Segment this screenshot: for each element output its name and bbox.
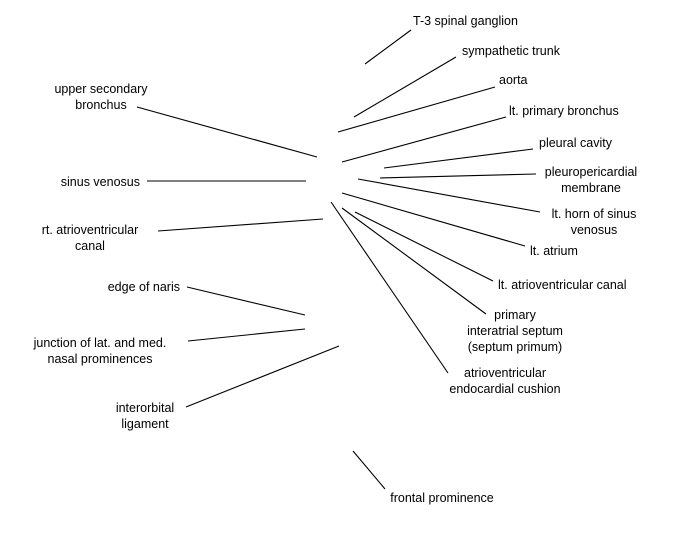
label-line: interatrial septum [467, 324, 563, 338]
label-line: rt. atrioventricular [42, 223, 139, 237]
leader-upper-secondary-bronchus [136, 106, 318, 158]
leader-lt-primary-bronchus [341, 116, 507, 163]
label-pleuropericardial-membrane: pleuropericardial membrane [545, 165, 637, 195]
leader-lines [136, 29, 541, 490]
label-line: interorbital [116, 401, 174, 415]
label-line: pleural cavity [539, 136, 613, 150]
label-line: endocardial cushion [449, 382, 560, 396]
label-sinus-venosus: sinus venosus [61, 175, 140, 189]
label-lt-atrium: lt. atrium [530, 244, 578, 258]
label-line: venosus [571, 223, 618, 237]
label-line: membrane [561, 181, 621, 195]
label-line: upper secondary [54, 82, 148, 96]
label-line: T-3 spinal ganglion [413, 14, 518, 28]
label-line: edge of naris [108, 280, 180, 294]
leader-frontal-prominence [352, 450, 386, 490]
label-upper-secondary-bronchus: upper secondary bronchus [54, 82, 148, 112]
leader-pleural-cavity [383, 148, 534, 169]
label-line: lt. primary bronchus [509, 104, 619, 118]
label-line: junction of lat. and med. [33, 336, 167, 350]
label-line: (septum primum) [468, 340, 562, 354]
leader-edge-of-naris [186, 286, 306, 316]
label-rt-atrioventricular-canal: rt. atrioventricular canal [42, 223, 139, 253]
label-line: atrioventricular [464, 366, 546, 380]
label-line: nasal prominences [48, 352, 153, 366]
leader-lt-horn-sinus-venosus [357, 178, 541, 213]
label-sympathetic-trunk: sympathetic trunk [462, 44, 561, 58]
leader-atrioventricular-endocardial-cushion [330, 201, 449, 374]
leader-junction-nasal-prominences [187, 328, 306, 342]
leader-lt-atrioventricular-canal [354, 211, 494, 282]
label-pleural-cavity: pleural cavity [539, 136, 613, 150]
leader-primary-interatrial-septum [341, 207, 487, 315]
label-line: sympathetic trunk [462, 44, 561, 58]
label-atrioventricular-endocardial-cushion: atrioventricular endocardial cushion [449, 366, 560, 396]
label-lt-atrioventricular-canal: lt. atrioventricular canal [498, 278, 627, 292]
label-line: aorta [499, 73, 528, 87]
label-line: bronchus [75, 98, 126, 112]
label-lt-horn-sinus-venosus: lt. horn of sinus venosus [552, 207, 637, 237]
label-line: lt. atrium [530, 244, 578, 258]
label-aorta: aorta [499, 73, 528, 87]
label-primary-interatrial-septum: primary interatrial septum (septum primum) [467, 308, 563, 354]
leader-t3-spinal-ganglion [364, 29, 412, 65]
labels: T-3 spinal ganglion sympathetic trunk ao… [33, 14, 638, 505]
label-edge-of-naris: edge of naris [108, 280, 180, 294]
leader-lt-atrium [341, 192, 526, 247]
leader-aorta [337, 86, 496, 133]
leader-pleuropericardial-membrane [379, 173, 537, 179]
label-line: lt. horn of sinus [552, 207, 637, 221]
leader-interorbital-ligament [185, 345, 340, 408]
label-frontal-prominence: frontal prominence [390, 491, 494, 505]
leader-rt-atrioventricular-canal [157, 218, 324, 232]
label-line: canal [75, 239, 105, 253]
label-interorbital-ligament: interorbital ligament [116, 401, 174, 431]
label-line: primary [494, 308, 536, 322]
leader-sympathetic-trunk [353, 56, 457, 118]
label-line: ligament [121, 417, 169, 431]
label-line: frontal prominence [390, 491, 494, 505]
label-lt-primary-bronchus: lt. primary bronchus [509, 104, 619, 118]
label-line: pleuropericardial [545, 165, 637, 179]
label-line: lt. atrioventricular canal [498, 278, 627, 292]
label-t3-spinal-ganglion: T-3 spinal ganglion [413, 14, 518, 28]
label-line: sinus venosus [61, 175, 140, 189]
label-junction-nasal-prominences: junction of lat. and med. nasal prominenc… [33, 336, 167, 366]
